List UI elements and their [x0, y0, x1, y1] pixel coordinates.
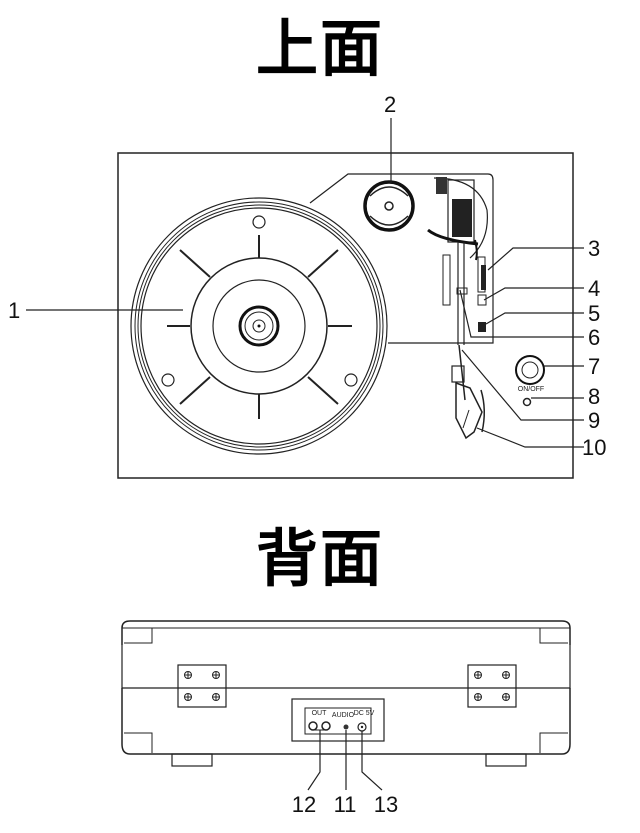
- foot-left: [171, 753, 213, 767]
- callout-3: 3: [588, 236, 600, 261]
- rear-view: OUT AUDIO DC 5V 12 11 13: [121, 620, 571, 817]
- tonearm-rest: [477, 294, 487, 306]
- 45-rpm-adapter: [363, 180, 415, 232]
- audio-jack: [343, 724, 349, 730]
- callout-6: 6: [588, 325, 600, 350]
- callout-11: 11: [334, 792, 357, 817]
- plinth-outline: [117, 152, 574, 479]
- rca-right-jack: [321, 721, 331, 731]
- rca-left-jack: [308, 721, 318, 731]
- callout-1: 1: [8, 298, 20, 323]
- tonearm-assembly: [427, 177, 488, 440]
- rear-view-title: 背面: [255, 522, 384, 595]
- top-view: ON/OFF 1 2 3 4 5 6 7 8 9 10: [8, 92, 606, 479]
- turntable-platter: [130, 197, 388, 455]
- lid: [121, 620, 571, 645]
- callout-13: 13: [374, 792, 398, 817]
- speed-selector: [478, 322, 486, 332]
- callout-8: 8: [588, 384, 600, 409]
- top-view-title: 上面: [255, 12, 384, 85]
- callout-4: 4: [588, 276, 600, 301]
- power-label: ON/OFF: [518, 386, 544, 393]
- power-indicator: [522, 397, 532, 407]
- callout-10: 10: [582, 435, 606, 460]
- deck-outline: [309, 173, 494, 344]
- callout-2: 2: [384, 92, 396, 117]
- hinge-right: [467, 664, 517, 708]
- power-switch: [515, 355, 545, 385]
- hinge-left: [177, 664, 227, 708]
- headshell: [455, 381, 483, 440]
- counterweight-hatch: [436, 177, 447, 194]
- callout-12: 12: [292, 792, 316, 817]
- callout-9: 9: [588, 408, 600, 433]
- label-audio: AUDIO: [332, 712, 355, 719]
- label-out: OUT: [312, 710, 328, 717]
- callout-5: 5: [588, 301, 600, 326]
- foot-right: [485, 753, 527, 767]
- spindle-hub: [238, 305, 280, 347]
- callout-7: 7: [588, 354, 600, 379]
- label-dc: DC 5V: [354, 710, 375, 717]
- connector-panel: [291, 698, 385, 742]
